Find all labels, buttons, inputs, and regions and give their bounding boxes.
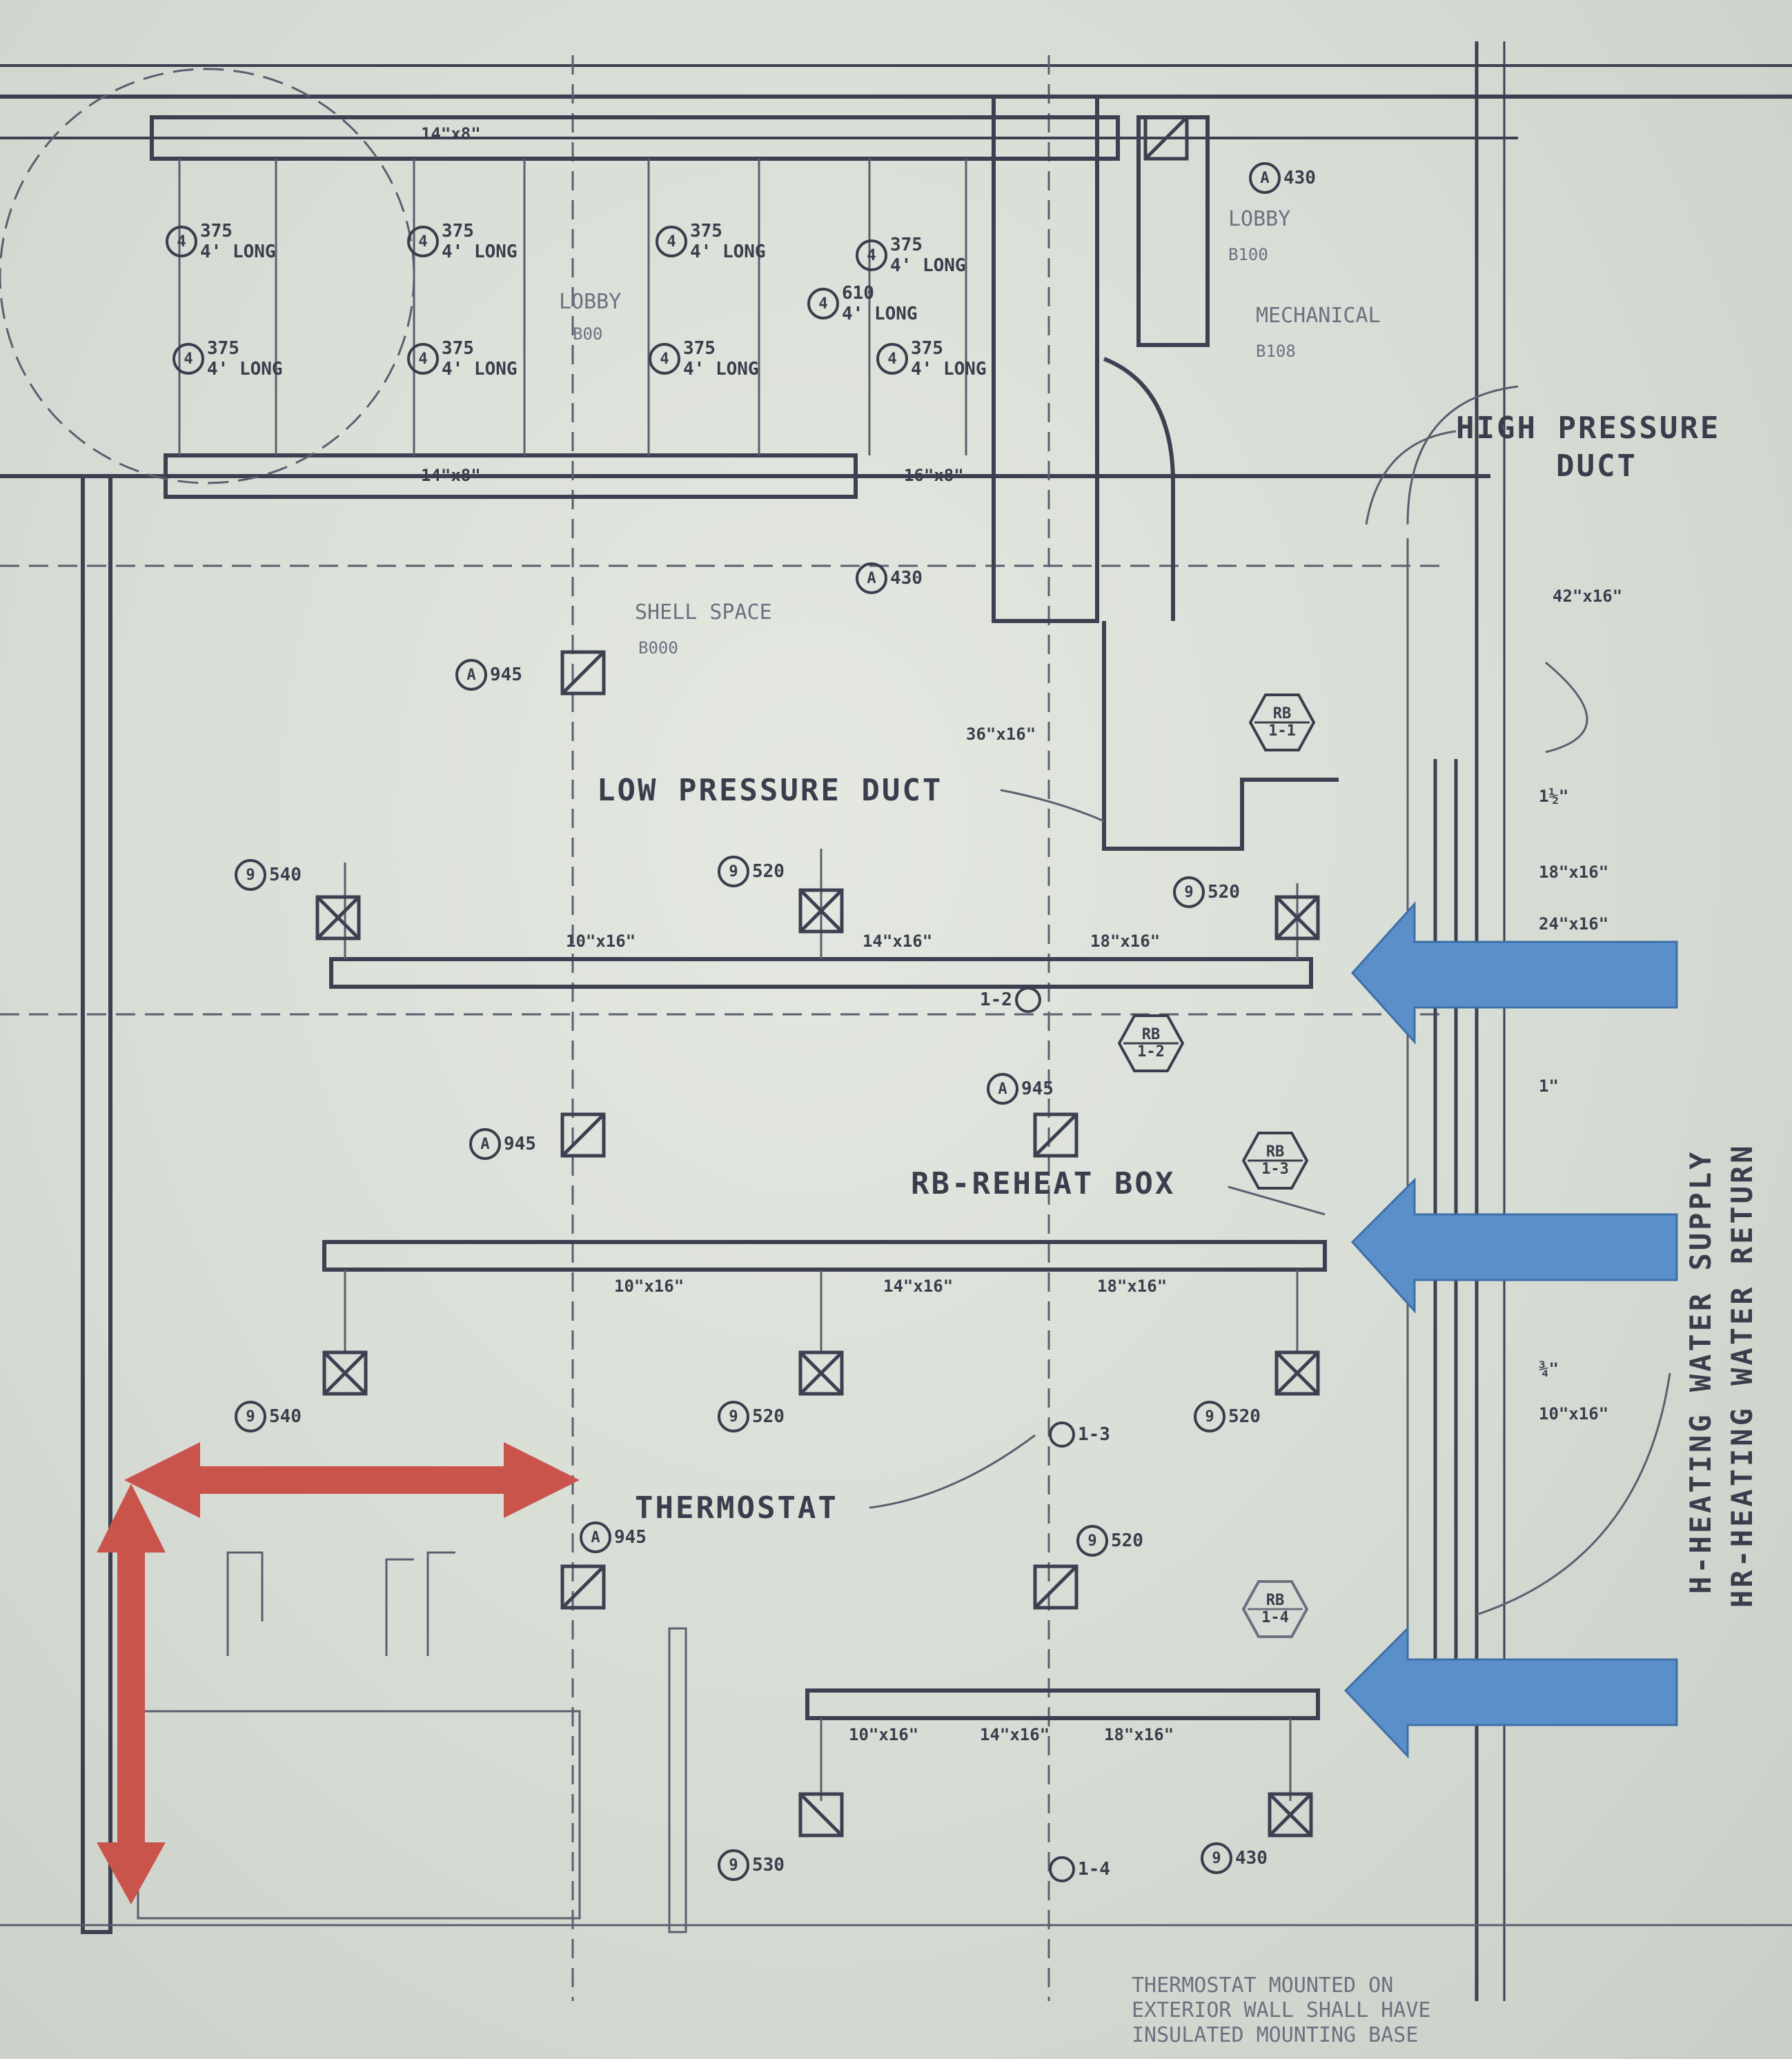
lobby-b-label: LOBBY [1228, 207, 1291, 231]
shell-space-label: SHELL SPACE [635, 600, 772, 624]
thermostat-tag-2: 1-3 [1049, 1421, 1110, 1448]
lobby-a-number: B00 [573, 324, 603, 344]
run-2-size-b: 14"x16" [883, 1277, 954, 1296]
lobby-a-label: LOBBY [559, 290, 622, 314]
column-post [668, 1627, 687, 1933]
thermostat-icon [1049, 1856, 1075, 1882]
diffusers [315, 888, 1320, 1838]
thermostat-tag-1: 1-2 [980, 987, 1041, 1013]
pipe-size-a: 1½" [1539, 787, 1569, 806]
hw-supply-legend: H-HEATING WATER SUPPLY [1684, 1149, 1717, 1594]
thermostat-icon [1049, 1421, 1075, 1448]
thermostat-footnote: THERMOSTAT MOUNTED ON EXTERIOR WALL SHAL… [1132, 1973, 1431, 2047]
high-pressure-duct-label-2: DUCT [1556, 449, 1637, 484]
duct-size-36x16: 36"x16" [966, 725, 1036, 744]
high-pressure-duct-label-1: HIGH PRESSURE [1456, 411, 1721, 446]
door-swing-1 [1406, 385, 1519, 525]
riser-duct [992, 95, 1099, 623]
low-pressure-duct-label: LOW PRESSURE DUCT [597, 773, 943, 808]
door-swing-2 [1545, 661, 1588, 753]
duct-size-10x16-right: 10"x16" [1539, 1404, 1609, 1423]
reheat-box-tag-1: RB 1-1 [1249, 693, 1315, 751]
hw-arrow-2 [1350, 1177, 1678, 1314]
horizontal-dimension-arrow [124, 1442, 580, 1518]
duct-size-16x8: 16"x8" [904, 466, 964, 485]
pipe-size-c: ¾" [1539, 1359, 1559, 1379]
duct-size-14x8-b: 14"x8" [421, 466, 481, 485]
reheat-box-label: RB-REHEAT BOX [911, 1166, 1176, 1201]
run-2-size-a: 10"x16" [614, 1277, 685, 1296]
door-swing-3 [1476, 1372, 1671, 1616]
run-3-duct [805, 1688, 1320, 1720]
top-main-duct [150, 115, 1120, 161]
lobby-b-number: B100 [1228, 245, 1268, 264]
hw-return-legend: HR-HEATING WATER RETURN [1725, 1143, 1759, 1608]
return-grilles [560, 115, 1189, 1610]
run-2-size-c: 18"x16" [1097, 1277, 1168, 1296]
hw-arrow-1 [1350, 901, 1678, 1045]
reheat-box-tag-2: RB 1-2 [1118, 1014, 1184, 1072]
duct-size-18x16: 18"x16" [1539, 863, 1609, 882]
run-1-size-a: 10"x16" [566, 932, 636, 951]
hw-arrow-3 [1343, 1626, 1678, 1759]
reheat-box-tag-3: RB 1-3 [1242, 1132, 1308, 1190]
top-diffuser-drops [178, 159, 967, 455]
duct-size-24x16: 24"x16" [1539, 914, 1609, 934]
run-3-size-c: 18"x16" [1104, 1725, 1174, 1744]
vertical-dimension-arrow [97, 1484, 166, 1904]
low-pressure-connection [1102, 621, 1339, 851]
run-1-size-b: 14"x16" [863, 932, 933, 951]
mechanical-number: B108 [1256, 342, 1296, 361]
pipe-size-b: 1" [1539, 1076, 1559, 1096]
run-3-size-b: 14"x16" [980, 1725, 1050, 1744]
run-1-size-c: 18"x16" [1090, 932, 1161, 951]
run-2-duct [322, 1240, 1327, 1272]
lobby-fixtures [226, 1551, 455, 1656]
second-main-duct [164, 453, 858, 499]
duct-size-14x8-a: 14"x8" [421, 124, 481, 144]
elbow-duct [1103, 357, 1175, 621]
thermostat-icon [1014, 987, 1041, 1013]
duct-size-42x16: 42"x16" [1553, 587, 1623, 606]
thermostat-label: THERMOSTAT [635, 1490, 838, 1526]
reheat-box-tag-4: RB 1-4 [1242, 1580, 1308, 1638]
mechanical-label: MECHANICAL [1256, 304, 1381, 328]
shell-space-number: B000 [638, 638, 678, 658]
run-3-size-a: 10"x16" [849, 1725, 919, 1744]
thermostat-tag-3: 1-4 [1049, 1856, 1110, 1882]
